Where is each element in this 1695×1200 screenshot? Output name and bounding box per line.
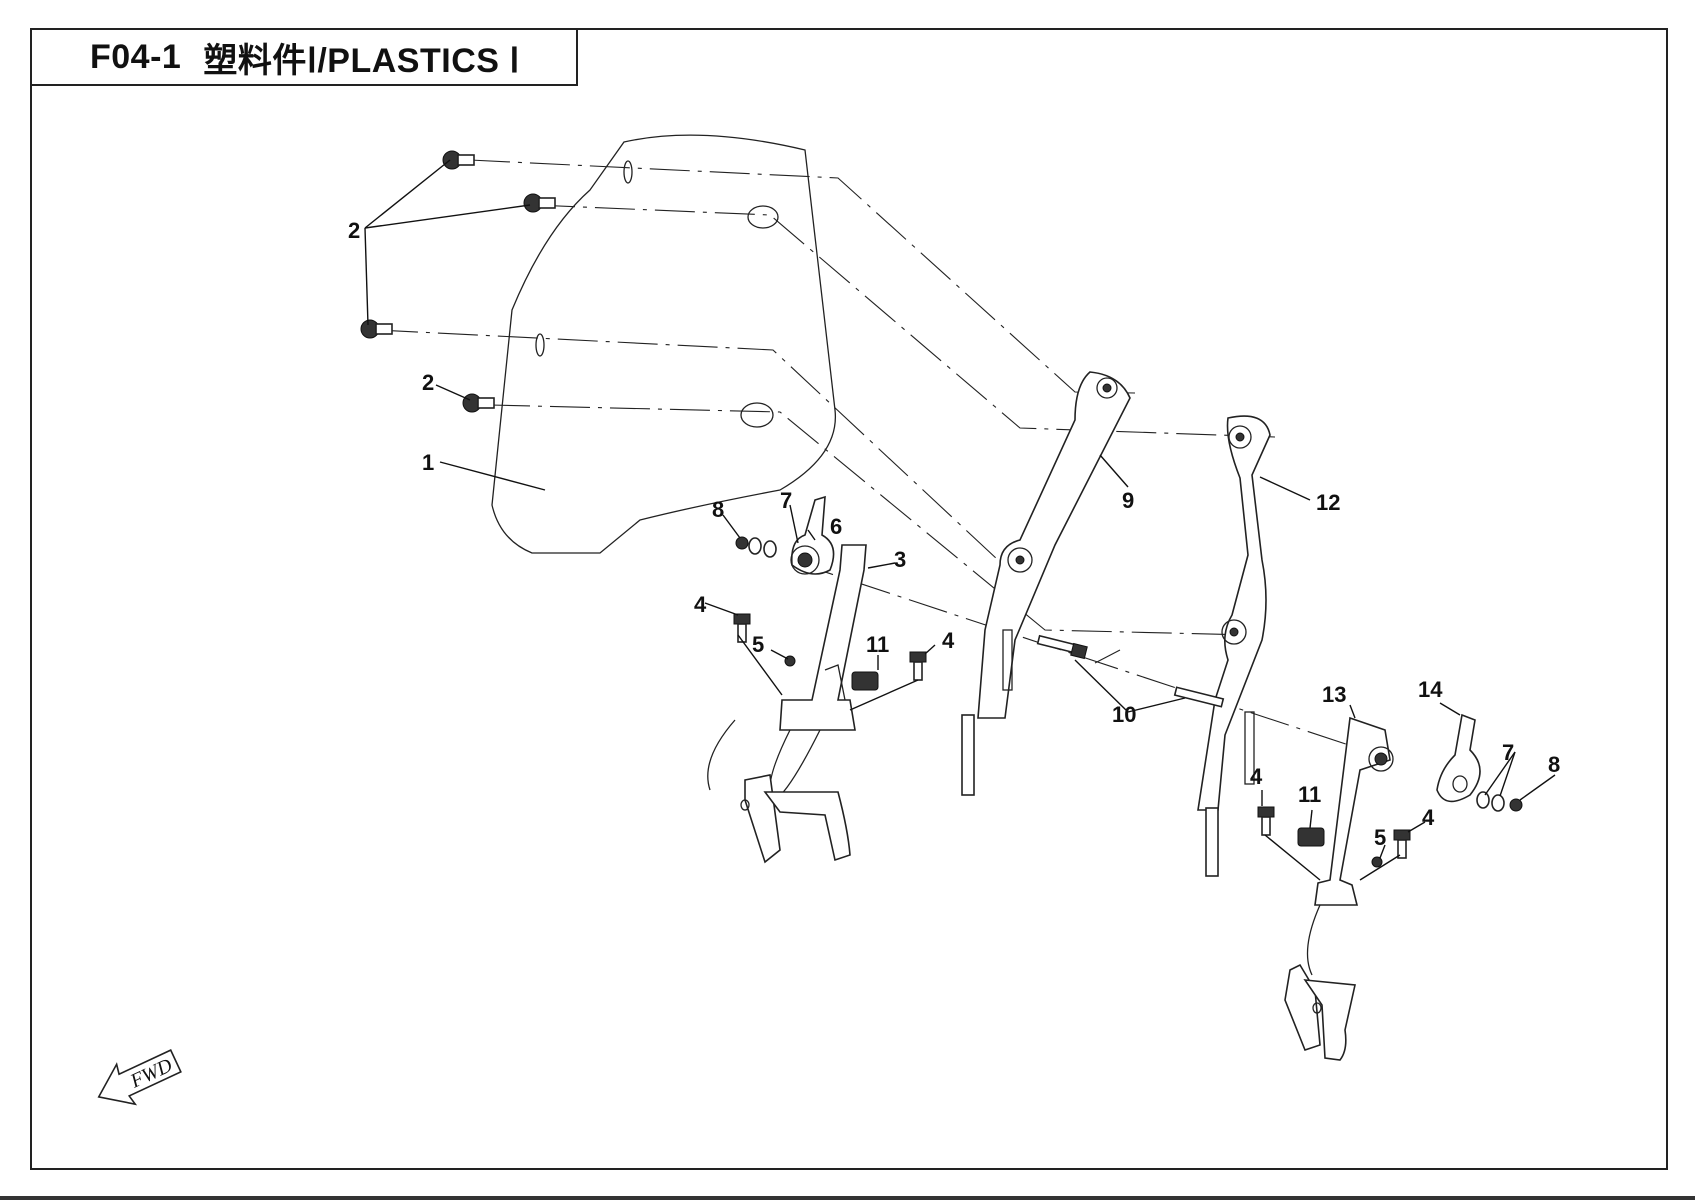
- callout-12: 12: [1316, 490, 1340, 515]
- callout-3: 3: [894, 547, 906, 572]
- callout-6: 6: [830, 514, 842, 539]
- left-bracket-part-3: [707, 544, 867, 864]
- nut-part-8-right: [1509, 798, 1523, 812]
- callout-2b: 2: [422, 370, 434, 395]
- callout-8a: 8: [712, 497, 724, 522]
- title-code: F04-1: [90, 37, 182, 76]
- callout-9: 9: [1122, 488, 1134, 513]
- callout-4c: 4: [1250, 764, 1263, 789]
- callout-13: 13: [1322, 682, 1346, 707]
- callout-8b: 8: [1548, 752, 1560, 777]
- forward-arrow-icon: FWD: [97, 1049, 182, 1106]
- callout-11a: 11: [866, 632, 889, 657]
- right-arm-part-12: [1197, 415, 1271, 877]
- washers-part-7-right: [1476, 791, 1505, 812]
- title-text: 塑料件Ⅰ/PLASTICS Ⅰ: [203, 41, 520, 80]
- callout-7b: 7: [1502, 740, 1514, 765]
- spacers-part-11: [851, 671, 1325, 847]
- drawing-frame: [30, 28, 1668, 1170]
- callout-1: 1: [422, 450, 434, 475]
- bolts-part-10: [1036, 634, 1225, 708]
- callout-14: 14: [1418, 677, 1443, 702]
- nut-part-8-left: [735, 536, 749, 550]
- callout-4d: 4: [1422, 805, 1435, 830]
- leader-lines: [364, 159, 1556, 881]
- bottom-rule: [0, 1196, 1695, 1200]
- callout-10: 10: [1112, 702, 1136, 727]
- callout-numbers: 2 2 1 8 7 6 3 4 5 11 4 9 12 10 13 14 7 8…: [348, 218, 1560, 850]
- screws-part-2: [360, 150, 556, 413]
- left-arm-part-9: [961, 371, 1131, 796]
- callout-7a: 7: [780, 488, 792, 513]
- callout-5b: 5: [1374, 825, 1386, 850]
- callout-2a: 2: [348, 218, 360, 243]
- callout-11b: 11: [1298, 782, 1321, 807]
- callout-5a: 5: [752, 632, 764, 657]
- right-bracket-part-13: [1284, 716, 1394, 1061]
- windshield-part-1: [491, 134, 837, 554]
- title-box: F04-1 塑料件Ⅰ/PLASTICS Ⅰ: [30, 28, 578, 86]
- washers-part-7-left: [748, 537, 777, 558]
- assembly-lines: [377, 159, 1371, 753]
- callout-4b: 4: [942, 628, 955, 653]
- callout-4a: 4: [694, 592, 707, 617]
- clamp-knob-part-14: [1436, 713, 1481, 803]
